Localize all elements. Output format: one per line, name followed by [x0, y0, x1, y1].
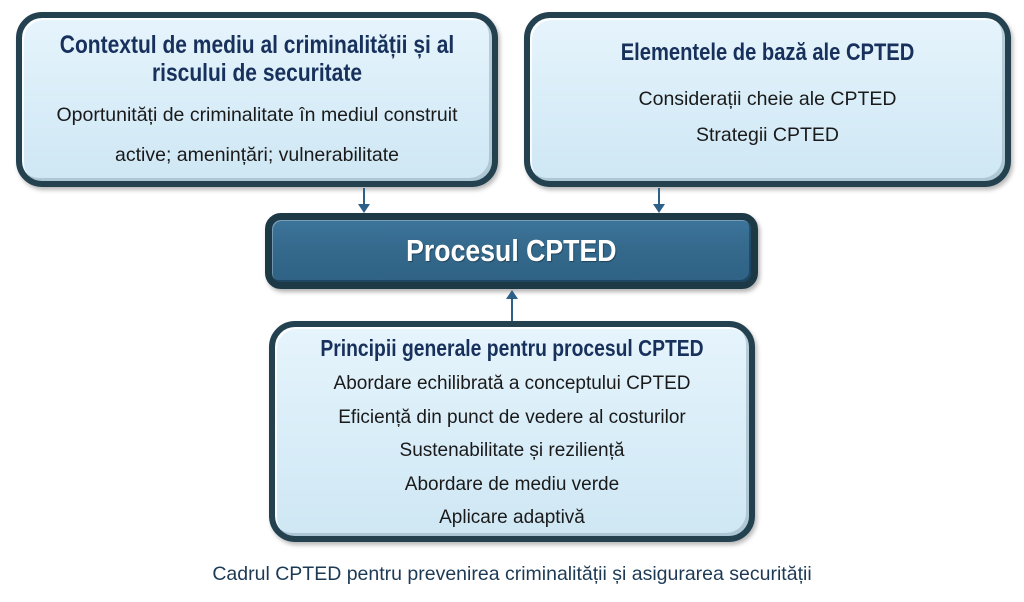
box-crime-security-context-title: Contextul de mediu al criminalității și … [59, 31, 455, 87]
box-general-principles-line: Abordare de mediu verde [404, 473, 620, 495]
box-crime-security-context: Contextul de mediu al criminalității și … [16, 12, 498, 187]
box-cpted-basic-elements-line: Considerații cheie ale CPTED [638, 87, 897, 110]
box-crime-security-context-line: active; amenințări; vulnerabilitate [115, 144, 399, 166]
arrow-head-down-icon [653, 204, 665, 213]
box-general-principles-line: Aplicare adaptivă [439, 507, 585, 529]
box-cpted-basic-elements: Elementele de bază ale CPTED Considerați… [524, 12, 1011, 187]
box-cpted-basic-elements-line: Strategii CPTED [695, 123, 840, 146]
arrow-shaft [658, 188, 660, 205]
box-crime-security-context-line: Oportunități de criminalitate în mediul … [56, 104, 458, 126]
arrow-shaft [511, 298, 513, 321]
box-general-principles-line: Abordare echilibrată a conceptului CPTED [333, 373, 691, 395]
box-cpted-basic-elements-title: Elementele de bază ale CPTED [620, 39, 915, 66]
box-general-principles-title: Principii generale pentru procesul CPTED [320, 335, 704, 361]
diagram-caption: Cadrul CPTED pentru prevenirea criminali… [212, 563, 812, 585]
box-general-principles: Principii generale pentru procesul CPTED… [269, 321, 755, 542]
box-general-principles-line: Eficiență din punct de vedere al costuri… [338, 406, 686, 428]
arrow-head-down-icon [358, 204, 370, 213]
box-general-principles-line: Sustenabilitate și reziliență [399, 440, 625, 462]
arrow-head-up-icon [506, 290, 518, 299]
box-cpted-process: Procesul CPTED [265, 213, 758, 289]
arrow-shaft [363, 188, 365, 205]
box-cpted-process-title: Procesul CPTED [406, 233, 617, 268]
